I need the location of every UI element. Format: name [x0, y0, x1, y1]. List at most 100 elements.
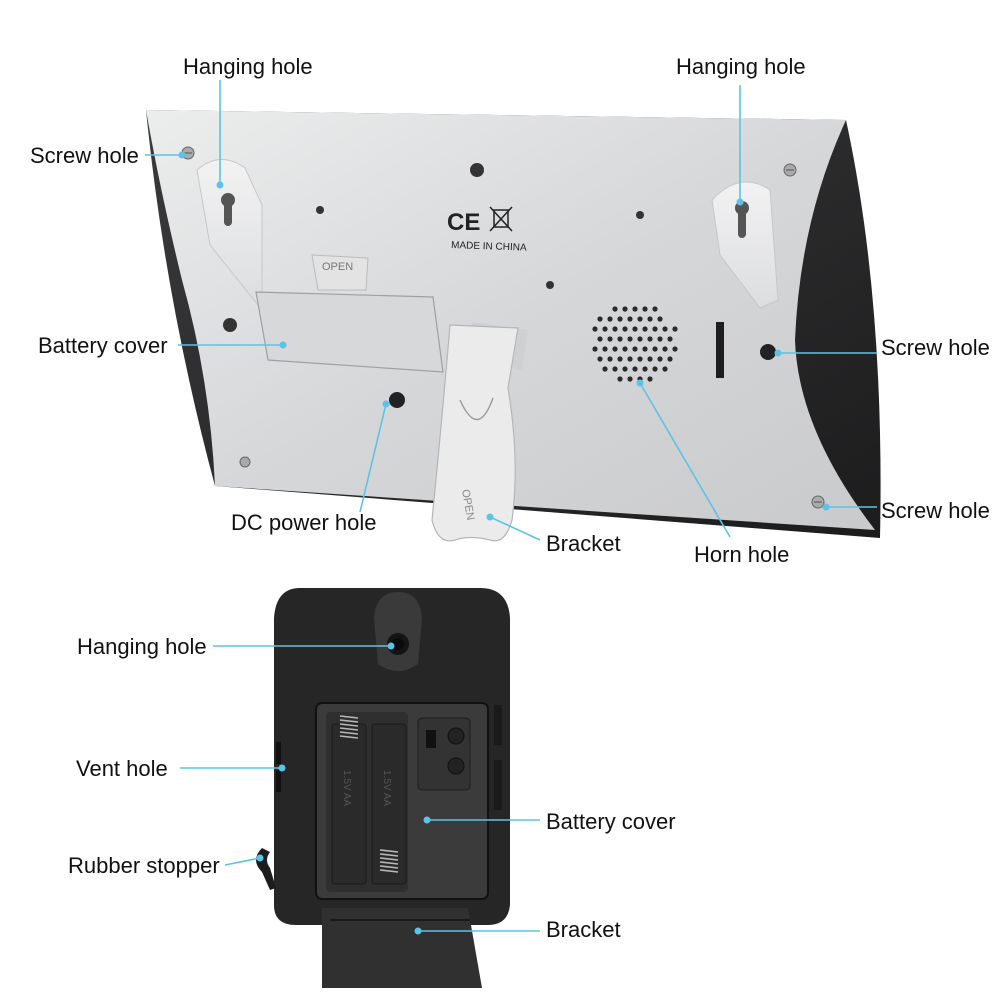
label-screw-hole-left: Screw hole — [30, 143, 139, 168]
vent-slots-left — [276, 742, 281, 792]
speaker-hole — [667, 356, 673, 362]
spring-coil — [339, 723, 359, 727]
speaker-hole — [652, 346, 658, 352]
speaker-hole — [597, 316, 603, 322]
hole — [636, 211, 644, 219]
spring-coil — [379, 849, 399, 853]
speaker-hole — [617, 316, 623, 322]
speaker-hole — [612, 306, 618, 312]
speaker-hole — [632, 366, 638, 372]
made-in-text: MADE IN CHINA — [451, 240, 527, 254]
bin-icon — [489, 206, 513, 232]
screw-bottom-right — [811, 495, 825, 509]
screw-bottom-left — [239, 456, 251, 468]
label-vent-hole: Vent hole — [76, 756, 168, 781]
speaker-hole — [622, 366, 628, 372]
hanging-plate-left — [196, 159, 263, 312]
speaker-hole — [647, 316, 653, 322]
speaker-hole — [597, 356, 603, 362]
speaker-hole — [647, 356, 653, 362]
speaker-hole — [652, 326, 658, 332]
speaker-hole — [617, 356, 623, 362]
hanging-plate-right — [711, 181, 779, 309]
spring-coil — [339, 731, 359, 735]
label-screw-hole-right: Screw hole — [881, 335, 990, 360]
label-battery-cover-bottom: Battery cover — [546, 809, 676, 834]
label-bracket-bottom: Bracket — [546, 917, 621, 942]
frame-silver-plate — [146, 110, 875, 530]
speaker-hole — [632, 326, 638, 332]
speaker-hole — [617, 336, 623, 342]
speaker-hole — [642, 366, 648, 372]
card-slot — [716, 322, 724, 378]
open-cover-text: OPEN — [322, 261, 353, 273]
clock-bracket — [322, 908, 482, 988]
speaker-hole — [657, 316, 663, 322]
spring-coil — [379, 869, 399, 873]
speaker-hole — [637, 336, 643, 342]
speaker-hole — [652, 366, 658, 372]
speaker-hole — [647, 376, 653, 382]
speaker-hole — [642, 326, 648, 332]
speaker-hole — [627, 356, 633, 362]
speaker-hole — [632, 306, 638, 312]
speaker-hole — [627, 336, 633, 342]
speaker-hole — [662, 346, 668, 352]
hole — [223, 318, 237, 332]
speaker-hole — [637, 356, 643, 362]
speaker-hole — [672, 326, 678, 332]
speaker-hole — [637, 316, 643, 322]
spring-coil — [379, 861, 399, 865]
hole — [316, 206, 324, 214]
rubber-stopper — [256, 848, 276, 890]
speaker-hole — [612, 346, 618, 352]
speaker-hole — [612, 366, 618, 372]
battery-cover-panel — [255, 291, 444, 373]
open-bracket-text: OPEN — [459, 488, 476, 521]
speaker-hole — [627, 316, 633, 322]
speaker-hole — [647, 336, 653, 342]
battery-2-text: 1.5V AA — [381, 770, 392, 806]
speaker-hole — [592, 346, 598, 352]
spring-coil — [339, 727, 359, 731]
label-hanging-hole-left: Hanging hole — [183, 54, 313, 79]
speaker-hole — [652, 306, 658, 312]
speaker-hole — [642, 306, 648, 312]
spring-coil — [339, 719, 359, 723]
speaker-hole — [602, 346, 608, 352]
callout-lines — [145, 80, 877, 935]
battery-cover-tab: OPEN — [311, 254, 369, 291]
speaker-hole — [612, 326, 618, 332]
ce-marking: CE MADE IN CHINA — [447, 206, 527, 254]
speaker-hole — [672, 346, 678, 352]
keyhole-left — [221, 193, 235, 226]
spring-icon — [379, 849, 399, 873]
speaker-hole — [597, 336, 603, 342]
speaker-hole — [602, 326, 608, 332]
speaker-hole — [607, 336, 613, 342]
speaker-hole — [622, 326, 628, 332]
speaker-hole — [627, 376, 633, 382]
speaker-hole — [632, 346, 638, 352]
battery-1-text: 1.5V AA — [341, 770, 352, 806]
label-rubber-stopper: Rubber stopper — [68, 853, 220, 878]
battery-slot-1: 1.5V AA — [331, 715, 367, 885]
label-hanging-hole-bottom: Hanging hole — [77, 634, 207, 659]
callout-labels: Hanging hole Hanging hole Screw hole Bat… — [30, 54, 990, 942]
screw-top-right — [783, 163, 797, 177]
photo-frame-back: CE MADE IN CHINA OPEN OPEN — [146, 110, 881, 542]
dc-power-hole — [389, 392, 405, 408]
screw-hole-right — [760, 344, 776, 360]
speaker-hole — [607, 316, 613, 322]
ce-text: CE — [447, 209, 480, 236]
speaker-hole — [622, 306, 628, 312]
label-hanging-hole-right: Hanging hole — [676, 54, 806, 79]
speaker-hole — [667, 336, 673, 342]
label-battery-cover-top: Battery cover — [38, 333, 168, 358]
speaker-grille — [592, 306, 678, 382]
spring-coil — [339, 735, 359, 739]
speaker-hole — [657, 356, 663, 362]
speaker-hole — [607, 356, 613, 362]
speaker-hole — [642, 346, 648, 352]
